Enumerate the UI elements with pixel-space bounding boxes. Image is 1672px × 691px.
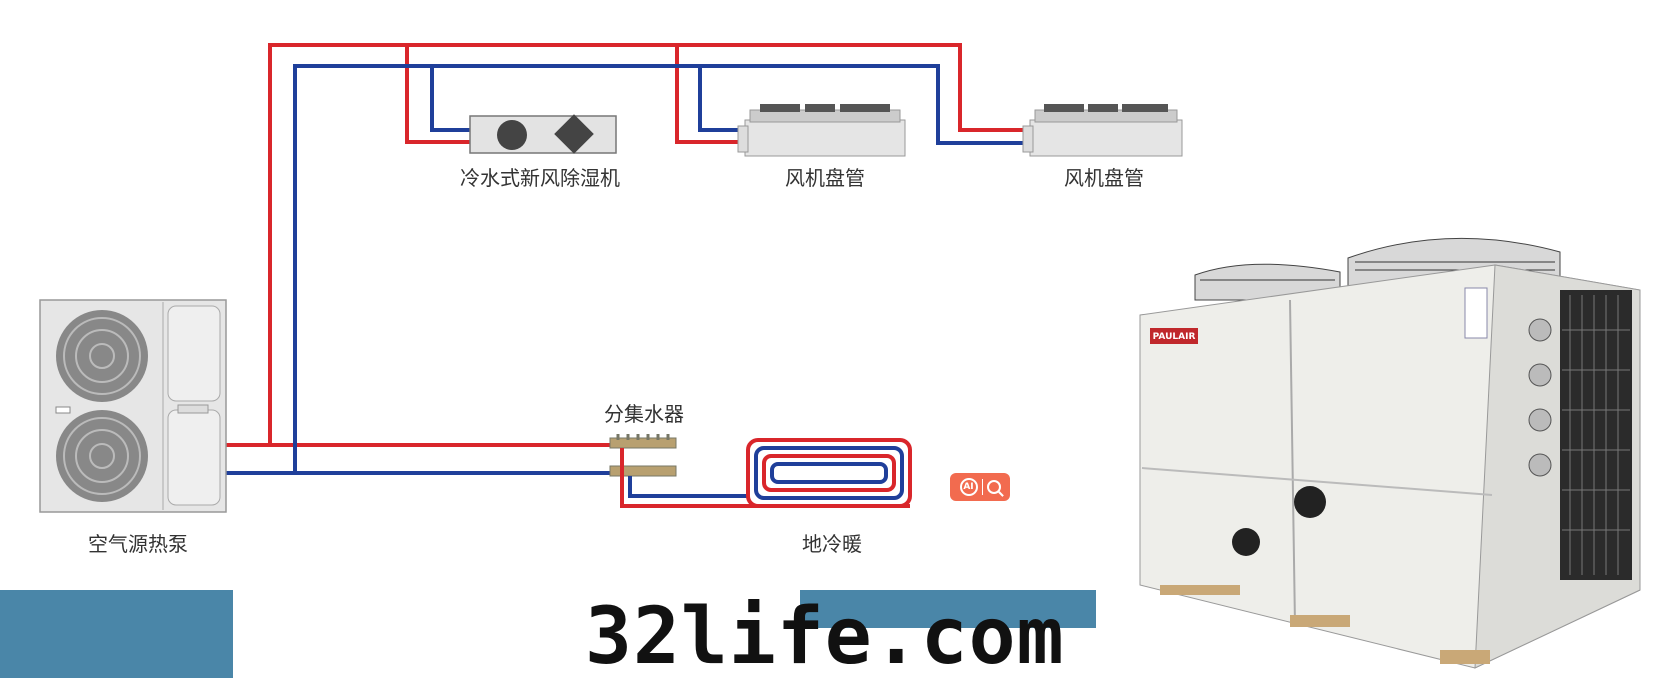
label-fan-coil-1: 风机盘管	[785, 166, 865, 190]
label-fan-coil-2: 风机盘管	[1064, 166, 1144, 190]
return-pipes	[225, 64, 1030, 475]
search-icon	[986, 480, 1001, 494]
air-source-heat-pump-unit	[39, 299, 227, 513]
watermark-text: 32life.com	[585, 592, 1065, 682]
floor-heating-coil	[746, 438, 912, 508]
fresh-air-dehumidifier-unit	[469, 114, 617, 154]
ai-icon: AI	[959, 478, 978, 496]
ai-search-button[interactable]: AI	[950, 473, 1010, 501]
label-manifold: 分集水器	[604, 402, 684, 426]
label-floor-heating: 地冷暖	[802, 532, 862, 556]
product-brand-label: PAULAIR	[1152, 332, 1196, 342]
badge-divider	[981, 479, 983, 495]
label-air-source-heat-pump: 空气源热泵	[88, 532, 188, 556]
supply-pipes	[225, 43, 1030, 447]
watermark-block-left	[0, 590, 233, 678]
fan-coil-unit-1	[737, 104, 906, 157]
label-fresh-air-dehumidifier: 冷水式新风除湿机	[460, 166, 620, 190]
fan-coil-unit-2	[1022, 104, 1183, 157]
commercial-heat-pump-product	[1139, 237, 1641, 669]
watermark-block-center	[800, 590, 1096, 628]
